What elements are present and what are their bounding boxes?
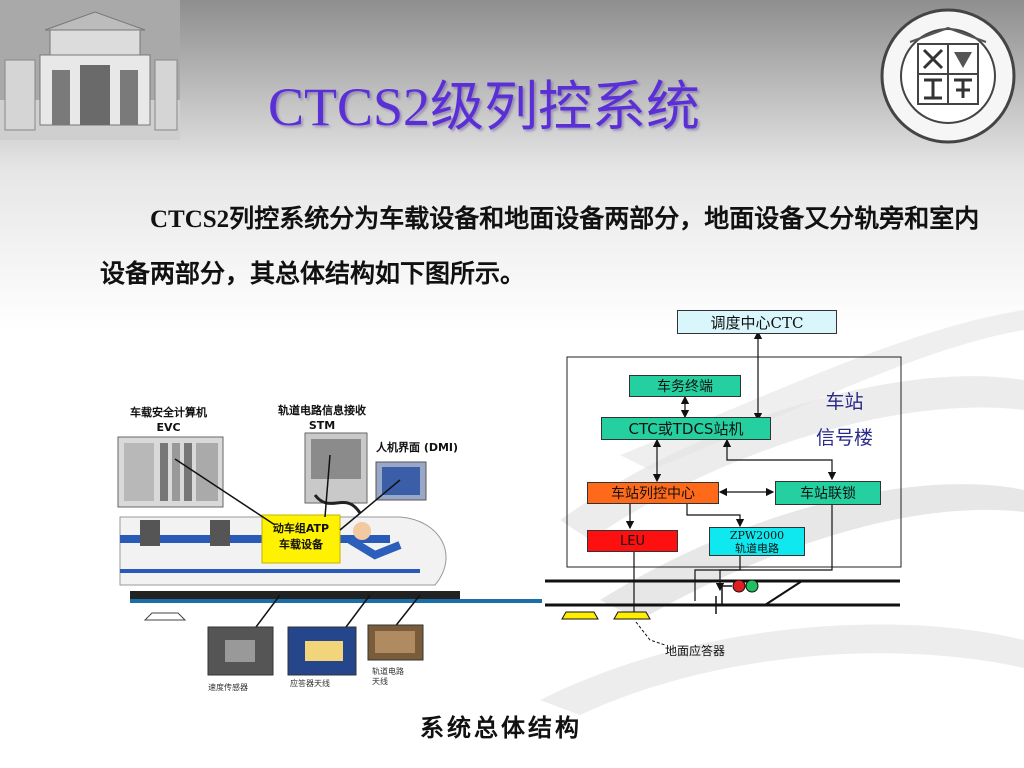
speed-sensor-label: 速度传感器 [208, 683, 248, 692]
dispatch-center-ctc-box: 调度中心CTC [677, 310, 837, 334]
track-antenna-label: 轨道电路 天线 [372, 667, 404, 686]
balise-antenna-label: 应答器天线 [290, 679, 330, 688]
ground-equipment-diagram [545, 330, 902, 646]
intro-text: 列控系统分为车载设备和地面设备两部分，地面设备又分轨旁和室内设备两部分，其总体结… [100, 204, 980, 288]
train-control-center-box: 车站列控中心 [587, 482, 719, 504]
university-gate-image [0, 0, 180, 140]
leu-box: LEU [587, 530, 678, 552]
intro-paragraph: CTCS2列控系统分为车载设备和地面设备两部分，地面设备又分轨旁和室内设备两部分… [100, 192, 980, 301]
evc-label: 车载安全计算机 EVC [130, 406, 207, 434]
station-machine-box: CTC或TDCS站机 [601, 417, 771, 440]
stm-label: 轨道电路信息接收 STM [278, 404, 366, 432]
ground-balise-label: 地面应答器 [665, 644, 726, 658]
zpw2000-track-circuit-box: ZPW2000 轨道电路 [709, 527, 805, 556]
interlocking-box: 车站联锁 [775, 481, 881, 505]
train-illustration [117, 432, 542, 676]
intro-lead: CTCS2 [150, 206, 230, 233]
signal-building-label: 车站 信号楼 [816, 391, 874, 449]
figure-caption: 系统总体结构 [420, 714, 582, 742]
slide-title: CTCS2级列控系统 [268, 77, 701, 137]
atp-label: 动车组ATP 车载设备 [272, 522, 330, 551]
onboard-equipment-figure: 车载安全计算机 EVC 轨道电路信息接收 STM 人机界面 (DMI) 动车组A… [100, 395, 545, 700]
dmi-label: 人机界面 (DMI) [376, 441, 459, 454]
train-terminal-box: 车务终端 [629, 375, 741, 397]
university-seal-logo [880, 8, 1016, 144]
